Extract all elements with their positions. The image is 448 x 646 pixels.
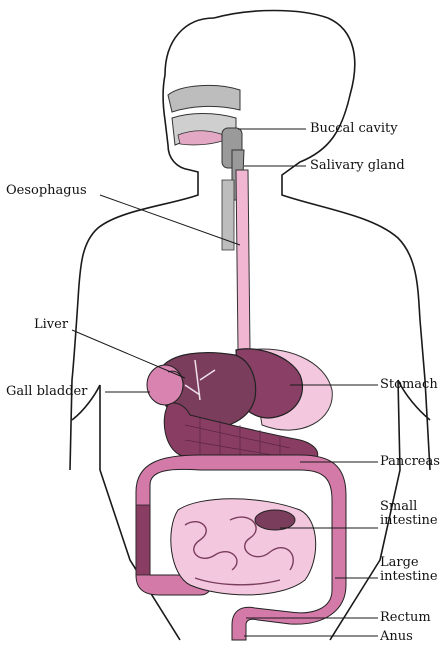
rectum-label: Rectum <box>380 611 431 625</box>
head-outline <box>214 11 328 19</box>
oesophagus-label: Oesophagus <box>6 184 87 198</box>
salivary-gland-label: Salivary gland <box>310 159 405 173</box>
small-intestine-label: Small intestine <box>380 500 448 528</box>
liver-line <box>72 330 185 378</box>
gall-bladder-label: Gall bladder <box>6 385 87 399</box>
stomach-label: Stomach <box>380 378 438 392</box>
anus-label: Anus <box>380 630 413 644</box>
oesophagus-tube <box>236 170 250 350</box>
buccal-cavity-label: Buccal cavity <box>310 122 398 136</box>
nasal-cavity <box>168 85 240 112</box>
liver-label: Liver <box>34 318 68 332</box>
small-intestine-shape <box>171 499 316 595</box>
large-intestine-label: Large intestine <box>380 556 448 584</box>
intestine-junction <box>255 510 295 530</box>
colon-dark <box>136 505 150 575</box>
pancreas-label: Pancreas <box>380 455 440 469</box>
gall-bladder-shape <box>147 365 183 405</box>
